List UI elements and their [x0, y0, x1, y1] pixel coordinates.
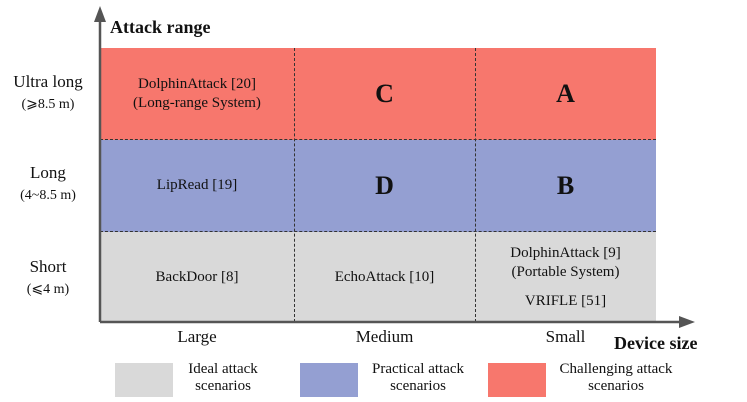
- cell-long-large: LipRead [19]: [156, 177, 238, 193]
- column-divider: [294, 48, 295, 322]
- row-label-range: (4~8.5 m): [20, 188, 76, 203]
- column-label-small: Small: [545, 327, 586, 346]
- legend-swatch-ideal: [115, 363, 173, 397]
- legend-label-challenging: Challenging attack scenarios: [546, 361, 686, 395]
- row-divider: [100, 231, 656, 232]
- cell-text: DolphinAttack [20]: [138, 75, 256, 92]
- cell-text: DolphinAttack [9]: [510, 244, 621, 261]
- row-label-short: Short (⩽4 m): [0, 255, 96, 301]
- legend-text-line: scenarios: [390, 378, 446, 394]
- legend-text-line: scenarios: [588, 378, 644, 394]
- cell-short-small: DolphinAttack [9] (Portable System) VRIF…: [475, 232, 656, 322]
- long-band: [100, 140, 656, 232]
- legend-text-line: scenarios: [195, 378, 251, 394]
- cell-long-medium: D: [375, 171, 394, 200]
- row-label-text: Long: [30, 163, 66, 182]
- cell-text: (Long-range System): [133, 94, 261, 111]
- row-divider: [100, 139, 656, 140]
- cell-text: (Portable System): [511, 263, 620, 280]
- cell-short-medium: EchoAttack [10]: [334, 268, 435, 285]
- legend-swatch-practical: [300, 363, 358, 397]
- cell-ultra-long-small: A: [556, 79, 575, 108]
- short-band: [100, 232, 656, 322]
- column-label-medium: Medium: [355, 327, 414, 346]
- row-label-range: (⩾8.5 m): [21, 97, 75, 112]
- row-label-ultra-long: Ultra long (⩾8.5 m): [0, 70, 96, 116]
- cell-ultra-long-medium: C: [375, 79, 394, 108]
- legend-text-line: Challenging attack: [559, 361, 673, 377]
- cell-ultra-long-large: DolphinAttack [20] (Long-range System): [100, 48, 294, 139]
- ultra-long-band: [100, 48, 656, 140]
- row-label-range: (⩽4 m): [26, 282, 70, 297]
- legend-label-ideal: Ideal attack scenarios: [178, 361, 268, 395]
- row-label-text: Short: [29, 257, 67, 276]
- cell-short-large: BackDoor [8]: [155, 268, 239, 285]
- column-label-large: Large: [177, 327, 217, 346]
- row-label-text: Ultra long: [13, 72, 83, 91]
- legend-label-practical: Practical attack scenarios: [362, 361, 474, 395]
- cell-text: VRIFLE [51]: [524, 292, 607, 309]
- legend-text-line: Practical attack: [371, 361, 465, 377]
- cell-long-small: B: [556, 171, 575, 200]
- legend-text-line: Ideal attack: [188, 361, 258, 377]
- y-axis-title: Attack range: [110, 17, 211, 37]
- legend-swatch-challenging: [488, 363, 546, 397]
- x-axis-arrow-icon: [679, 316, 695, 328]
- x-axis-title: Device size: [614, 333, 698, 353]
- row-label-long: Long (4~8.5 m): [0, 161, 96, 207]
- y-axis-arrow-icon: [94, 6, 106, 22]
- column-divider: [475, 48, 476, 322]
